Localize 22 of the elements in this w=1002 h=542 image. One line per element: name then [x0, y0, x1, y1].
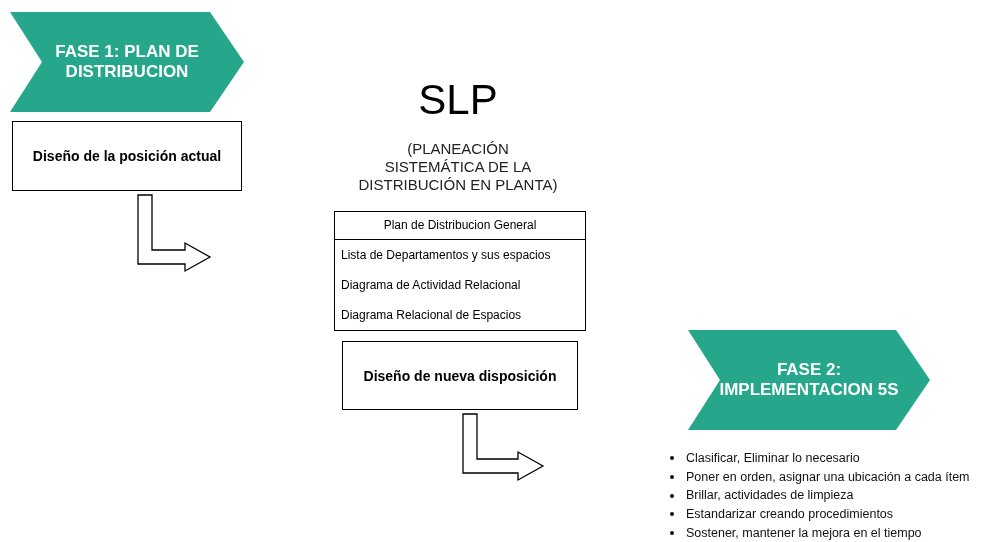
bullet-item: Brillar, actividades de limpieza	[686, 487, 854, 505]
box-label: Diseño de nueva disposición	[363, 367, 557, 384]
chevron-banner	[10, 12, 244, 112]
process-box	[12, 121, 242, 191]
phase-title: FASE 2: IMPLEMENTACION 5S	[718, 360, 900, 400]
title: SLP	[417, 76, 499, 124]
chevron-banner	[688, 330, 930, 430]
bullet-item: Poner en orden, asignar una ubicación a cada ítem	[686, 468, 970, 486]
bullet-item: Estandarizar creando procedimientos	[686, 506, 894, 524]
table-row-text: Lista de Departamentos y sus espacios	[340, 247, 552, 264]
bullet-item: Sostener, mantener la mejora en el tiempo	[686, 524, 922, 542]
bent-arrow	[137, 194, 212, 273]
table-row-text: Diagrama de Actividad Relacional	[340, 277, 522, 294]
bullet-item: Clasificar, Eliminar lo necesario	[686, 450, 860, 467]
bent-arrow	[462, 413, 545, 482]
subtitle: (PLANEACIÓN SISTEMÁTICA DE LA DISTRIBUCIÓN EN PLANTA)	[358, 140, 558, 194]
phase-title: FASE 1: PLAN DE DISTRIBUCION	[54, 42, 200, 82]
list-table	[334, 211, 586, 331]
table-row-text: Diagrama Relacional de Espacios	[340, 307, 523, 324]
process-box	[342, 341, 578, 410]
table-header: Plan de Distribucion General	[335, 212, 585, 240]
box-label: Diseño de la posición actual	[32, 148, 222, 164]
